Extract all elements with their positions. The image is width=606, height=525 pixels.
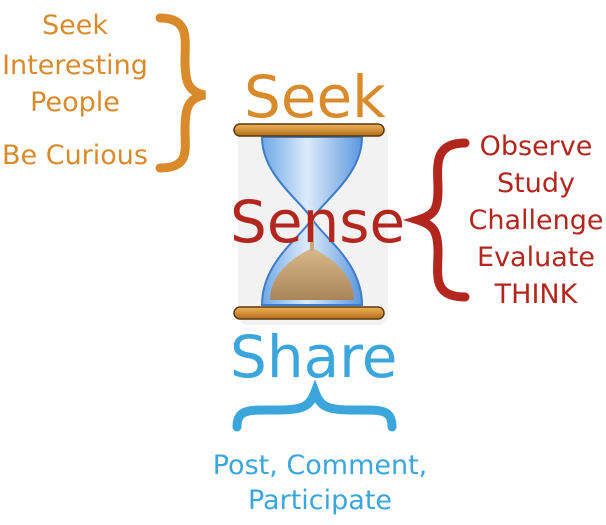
share-note-1: Post, Comment, bbox=[212, 450, 428, 481]
hourglass-icon bbox=[233, 123, 388, 325]
seek-title: Seek bbox=[244, 63, 386, 131]
left-brace-icon bbox=[155, 13, 207, 173]
share-note-2: Participate bbox=[247, 485, 393, 516]
share-title: Share bbox=[230, 323, 398, 391]
sense-note-1: Observe bbox=[479, 131, 593, 162]
sense-note-4: Evaluate bbox=[477, 242, 595, 273]
sense-note-3: Challenge bbox=[468, 205, 604, 236]
sense-title: Sense bbox=[230, 188, 406, 256]
under-brace-icon bbox=[232, 379, 397, 432]
seek-note-1: Seek bbox=[42, 10, 108, 41]
sense-note-2: Study bbox=[497, 168, 575, 199]
seek-note-3: People bbox=[30, 87, 120, 118]
sense-note-5: THINK bbox=[494, 279, 578, 310]
seek-note-2: Interesting bbox=[2, 50, 148, 81]
seek-note-4: Be Curious bbox=[2, 140, 148, 171]
right-brace-icon bbox=[402, 138, 470, 302]
